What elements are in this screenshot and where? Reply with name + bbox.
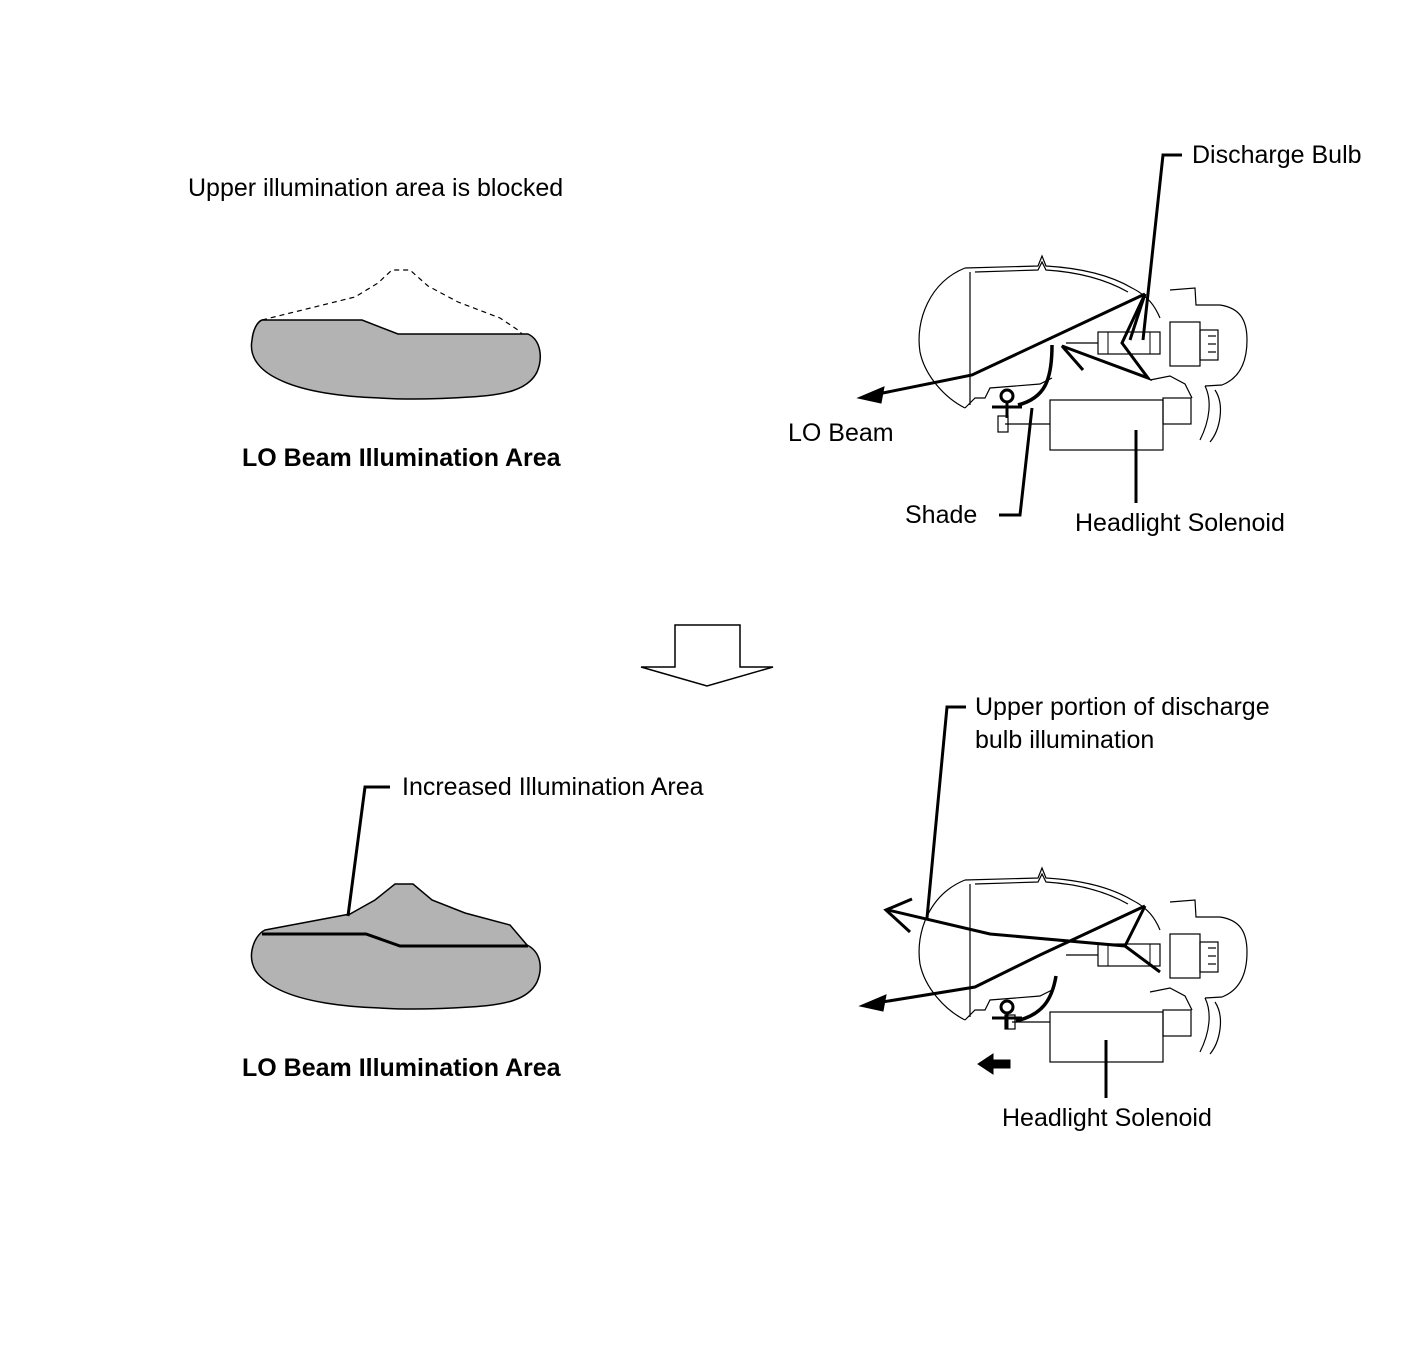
headlight-assembly-bottom xyxy=(858,866,1248,1063)
headlight-lens xyxy=(918,267,966,409)
label-increased-illumination-area: Increased Illumination Area xyxy=(402,773,704,801)
light-ray-reflected xyxy=(1060,293,1153,382)
headlight-lens-bottom xyxy=(918,879,966,1021)
leaders-top xyxy=(999,153,1182,517)
light-ray-upper-portion xyxy=(887,905,1161,974)
shade-pivot xyxy=(999,388,1015,404)
leaders-bottom xyxy=(925,705,1108,1098)
leader-increased-area xyxy=(346,785,390,917)
blocked-upper-area-outline xyxy=(261,269,523,335)
light-ray-lo-beam xyxy=(867,292,1146,398)
headlight-solenoid-body xyxy=(1049,399,1164,451)
original-cutoff-line xyxy=(262,932,528,948)
lo-beam-area-shape xyxy=(250,319,541,400)
shade-raised xyxy=(1017,344,1054,407)
label-upper-portion-line2: bulb illumination xyxy=(975,726,1155,754)
light-ray-lo-beam-bottom xyxy=(869,904,1146,1006)
label-headlight-solenoid-top: Headlight Solenoid xyxy=(1075,509,1285,537)
down-arrow xyxy=(640,624,774,687)
increased-area-shape xyxy=(250,883,541,1010)
headlight-housing xyxy=(964,254,1161,319)
label-discharge-bulb: Discharge Bulb xyxy=(1192,141,1362,169)
area-title-bottom: LO Beam Illumination Area xyxy=(242,1054,561,1082)
lo-beam-area-increased xyxy=(250,785,541,1010)
leader-upper-portion xyxy=(925,705,966,919)
area-title-top: LO Beam Illumination Area xyxy=(242,444,561,472)
headlight-assembly-top xyxy=(856,254,1248,451)
label-upper-portion-line1: Upper portion of discharge xyxy=(975,693,1270,721)
shade-lowered xyxy=(1015,975,1058,1023)
label-shade: Shade xyxy=(905,501,978,529)
solenoid-movement-arrow xyxy=(977,1053,1011,1075)
leader-discharge-bulb xyxy=(1141,153,1182,341)
caption-upper-blocked: Upper illumination area is blocked xyxy=(188,174,564,202)
leader-shade xyxy=(999,407,1034,517)
label-lo-beam: LO Beam xyxy=(788,419,894,447)
lo-beam-area-blocked xyxy=(250,269,541,400)
shade-pivot-bottom xyxy=(999,999,1015,1015)
label-headlight-solenoid-bottom: Headlight Solenoid xyxy=(1002,1104,1212,1132)
